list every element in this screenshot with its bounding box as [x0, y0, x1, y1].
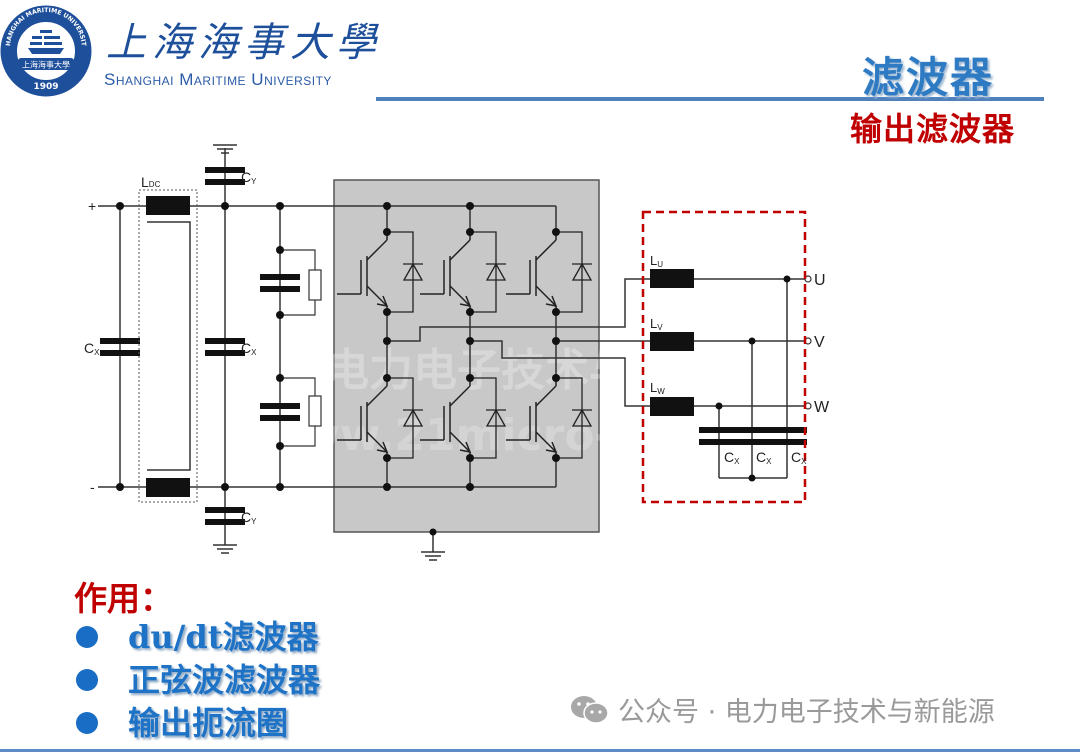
usage-item-sine-filter: 正弦波滤波器 [128, 661, 321, 699]
lv-sub: V [657, 323, 663, 332]
lw-inductor [650, 397, 694, 416]
ldc-inductor-top [146, 196, 190, 215]
ldc-label: L [141, 174, 149, 190]
inverter-module [333, 179, 600, 533]
cx-out1-sub: X [734, 457, 740, 466]
output-u-label: U [814, 272, 826, 289]
cx-mid-sub: X [251, 348, 257, 357]
snubber-resistor-bottom [308, 395, 322, 427]
svg-text:CY: CY [241, 509, 257, 526]
cx-out3-label: C [791, 449, 801, 465]
cx-out2-sub: X [766, 457, 772, 466]
cy-top-sub: Y [251, 177, 257, 186]
lu-inductor [650, 269, 694, 288]
output-filter-box [641, 210, 807, 504]
svg-text:CX: CX [84, 340, 100, 357]
dc-plus-terminal: + [88, 198, 96, 214]
cx-out2-label: C [756, 449, 766, 465]
cx-mid-label: C [241, 340, 251, 356]
circuit-diagram: 电力电子技术与新能源 www.21micro-grid.com [84, 144, 832, 561]
usage-item-dudt-filter: du/dt滤波器 [128, 618, 319, 656]
university-name-en: Shanghai Maritime University [104, 70, 332, 89]
svg-text:CX: CX [724, 449, 740, 466]
usage-item-output-choke: 输出扼流圈 [128, 704, 289, 742]
ldc-inductor-bottom [146, 478, 190, 497]
output-v-label: V [814, 334, 825, 351]
cx-out3-sub: X [801, 457, 807, 466]
lu-label: L [650, 253, 657, 268]
cy-bottom-label: C [241, 509, 251, 525]
lu-sub: U [657, 260, 663, 269]
source-text: 公众号 · 电力电子技术与新能源 [618, 697, 995, 728]
snubber-resistor-top [308, 269, 322, 301]
header-divider [376, 97, 1044, 101]
bullet-icon [76, 669, 98, 691]
svg-text:CX: CX [756, 449, 772, 466]
svg-text:CY: CY [241, 169, 257, 186]
lv-label: L [650, 316, 657, 331]
svg-text:CX: CX [241, 340, 257, 357]
university-seal-logo: 上海海事大學 1909 SHANGHAI MARITIME UNIVERSITY [0, 2, 92, 97]
wechat-icon [571, 695, 609, 724]
slide-subtitle: 输出滤波器 [850, 110, 1016, 148]
ldc-choke-outline [138, 189, 198, 503]
university-name-cn: 上海海事大學 [106, 20, 382, 66]
bullet-icon [76, 712, 98, 734]
watermark-url: www.21micro-grid.com [259, 410, 832, 461]
seal-year: 1909 [33, 82, 58, 92]
svg-text:LU: LU [650, 253, 663, 269]
watermark-cn: 电力电子技术与新能源 [325, 345, 765, 396]
lw-label: L [650, 380, 657, 395]
cy-top-label: C [241, 169, 251, 185]
cy-bottom-sub: Y [251, 517, 257, 526]
svg-text:LV: LV [650, 316, 663, 332]
output-w-label: W [814, 399, 830, 416]
source-watermark: 公众号 · 电力电子技术与新能源 [570, 690, 995, 729]
svg-text:LW: LW [650, 380, 665, 396]
lv-inductor [650, 332, 694, 351]
cx-out1-label: C [724, 449, 734, 465]
footer-divider [0, 749, 1080, 752]
cx-left-label: C [84, 340, 94, 356]
svg-text:CX: CX [791, 449, 807, 466]
ship-icon [28, 30, 64, 54]
seal-banner: 上海海事大學 [22, 60, 70, 70]
cx-left-sub: X [94, 348, 100, 357]
dc-minus-terminal: - [90, 479, 95, 495]
ldc-sub: DC [149, 180, 161, 189]
bullet-icon [76, 626, 98, 648]
usage-heading: 作用： [74, 579, 173, 618]
svg-text:LDC: LDC [141, 174, 161, 190]
lw-sub: W [657, 387, 665, 396]
slide-title: 滤波器 [862, 53, 995, 102]
